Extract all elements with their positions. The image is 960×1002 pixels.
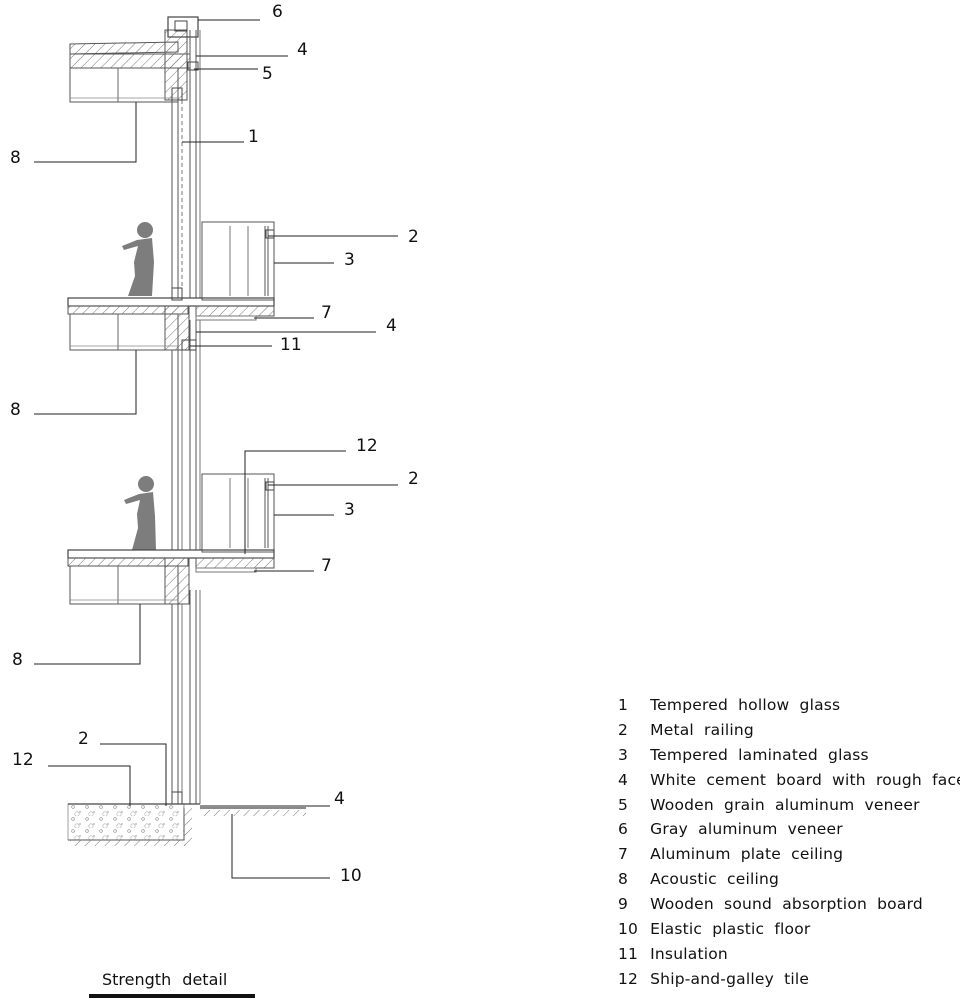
callout-12: 12 [356,436,378,456]
callout-2: 2 [78,729,89,749]
callout-3: 3 [344,250,355,270]
drawing-title: Strength detail [102,970,228,989]
balcony-bay-upper [201,221,275,301]
callout-11: 11 [280,335,302,355]
callout-5: 5 [262,64,273,84]
glass-column-lower [171,590,201,805]
floor-slab-2 [67,297,275,351]
callout-8: 8 [10,148,21,168]
callout-2: 2 [408,227,419,247]
leader-lines [34,19,398,879]
legend-item: 10 Elastic plastic floor [618,920,811,939]
callout-7: 7 [321,303,332,323]
child-figure-lower [124,476,156,550]
callout-4: 4 [297,40,308,60]
legend-item: 4 White cement board with rough face [618,770,960,789]
child-figure-upper [122,222,154,296]
callout-3: 3 [344,500,355,520]
ground-slab [67,803,306,846]
callout-4: 4 [334,789,345,809]
legend-item: 2 Metal railing [618,720,754,739]
floor-slab-1 [67,549,275,605]
callout-10: 10 [340,866,362,886]
callout-2: 2 [408,469,419,489]
roof-slab [69,16,199,101]
legend-item: 12 Ship-and-galley tile [618,969,810,988]
acoustic-ceiling-roof [69,67,179,103]
balcony-bay-lower [201,473,275,553]
legend-item: 9 Wooden sound absorption board [618,895,923,914]
callout-7: 7 [321,556,332,576]
legend-item: 1 Tempered hollow glass [618,696,841,714]
acoustic-ceiling-2 [69,313,179,351]
materials-legend: 1 Tempered hollow glass 2 Metal railing … [618,694,960,993]
acoustic-ceiling-1 [69,565,179,605]
callout-8: 8 [12,650,23,670]
callout-4: 4 [386,316,397,336]
legend-item: 8 Acoustic ceiling [618,870,780,889]
glass-column-upper [171,30,201,301]
legend-item: 5 Wooden grain aluminum veneer [618,795,920,814]
callout-8: 8 [10,400,21,420]
legend-item: 11 Insulation [618,944,728,963]
legend-item: 6 Gray aluminum veneer [618,820,843,839]
title-underline [89,994,255,998]
legend-item: 7 Aluminum plate ceiling [618,845,844,864]
legend-item: 3 Tempered laminated glass [618,745,869,764]
callout-12: 12 [12,750,34,770]
callout-1: 1 [248,127,259,147]
callout-6: 6 [272,2,283,22]
glass-column-middle [171,320,201,550]
